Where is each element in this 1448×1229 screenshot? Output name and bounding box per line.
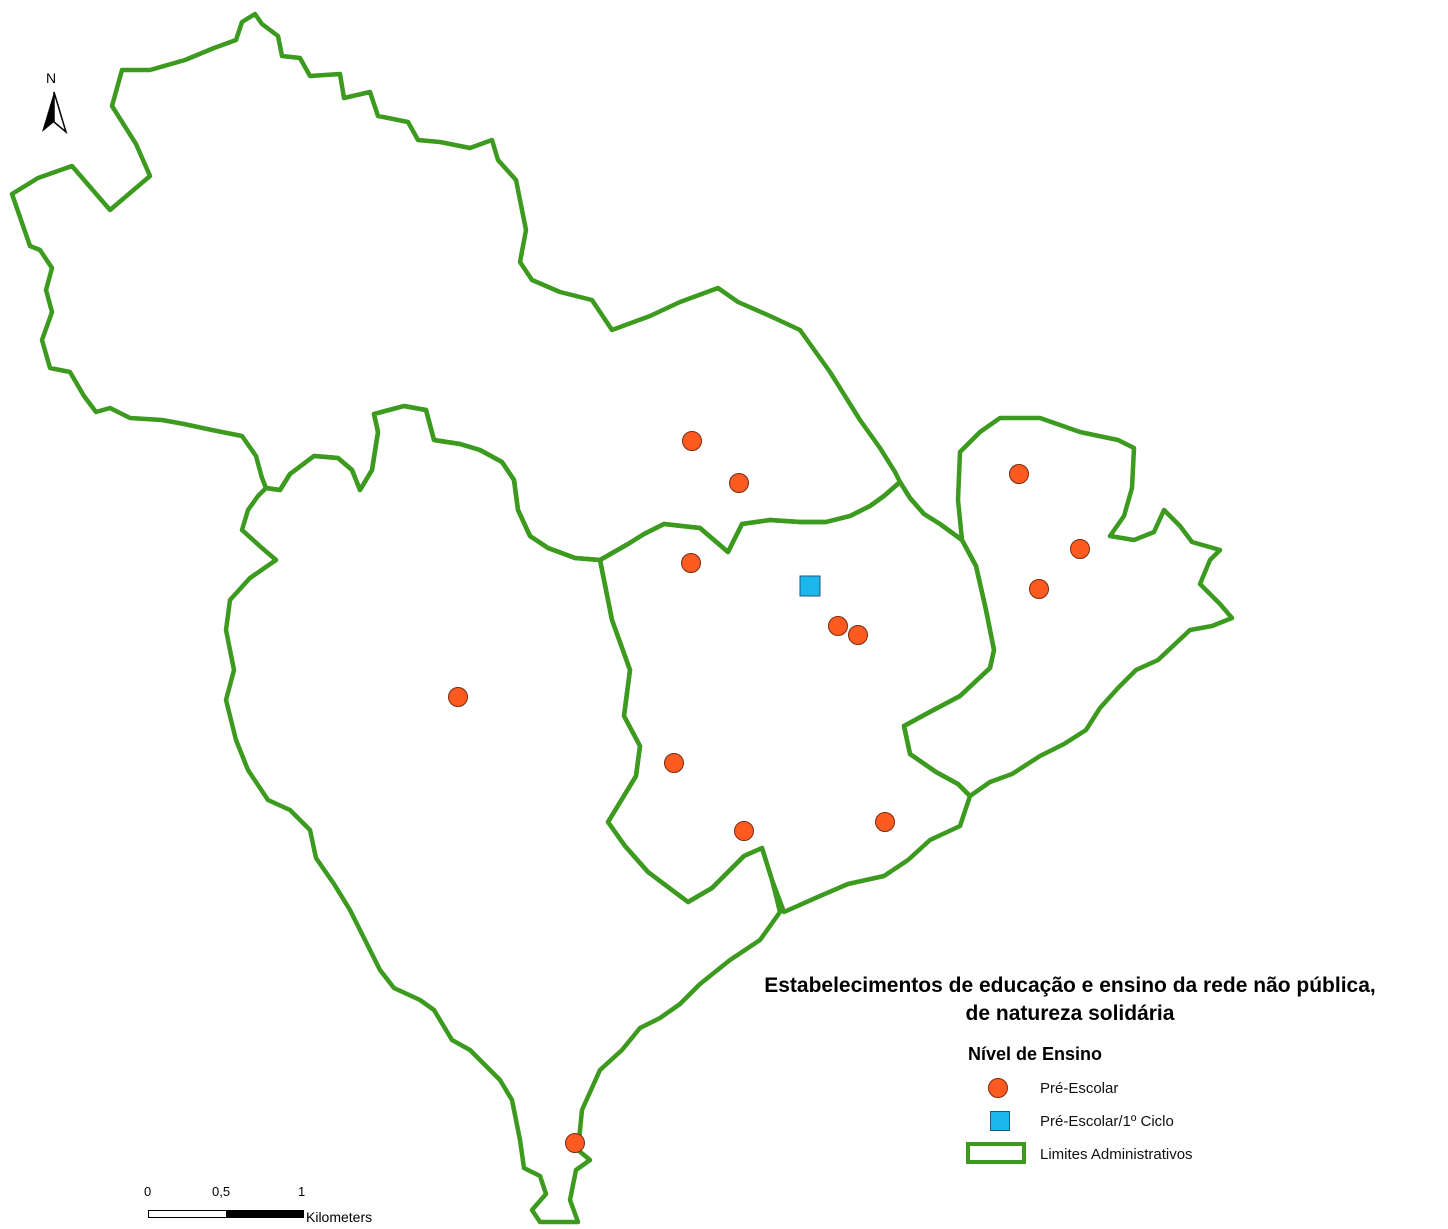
marker-pre-escolar[interactable]: [681, 553, 701, 573]
legend-label: Pré-Escolar/1º Ciclo: [1040, 1112, 1174, 1130]
boundary-central-parish: [597, 479, 997, 915]
scalebar: 0 0,5 1 Kilometers: [144, 1184, 406, 1228]
boundary-southwest-parish: [223, 403, 783, 1225]
polygon-outline-symbol-icon: [966, 1140, 1030, 1168]
square-symbol-icon: [966, 1107, 1030, 1135]
north-arrow-icon: [42, 91, 68, 135]
marker-pre-escolar[interactable]: [448, 687, 468, 707]
legend-item-pre-escolar-1-ciclo: Pré-Escolar/1º Ciclo: [966, 1107, 1174, 1135]
scale-tick-0: 0: [144, 1184, 152, 1199]
circle-symbol-icon: [966, 1074, 1030, 1102]
marker-pre-escolar[interactable]: [664, 753, 684, 773]
scale-tick-end: 1: [298, 1184, 306, 1199]
map-title-line1: Estabelecimentos de educação e ensino da…: [764, 974, 1376, 997]
legend-heading: Nível de Ensino: [968, 1044, 1103, 1064]
legend-item-limites-administrativos: Limites Administrativos: [966, 1140, 1193, 1168]
north-label: N: [46, 70, 57, 86]
marker-pre-escolar[interactable]: [734, 821, 754, 841]
legend-label: Limites Administrativos: [1040, 1145, 1193, 1163]
legend-item-pre-escolar: Pré-Escolar: [966, 1074, 1118, 1102]
map-title-line2: de natureza solidária: [965, 1002, 1175, 1025]
scale-bar-graphic: [148, 1210, 304, 1218]
marker-pre-escolar[interactable]: [729, 473, 749, 493]
legend-label: Pré-Escolar: [1040, 1079, 1119, 1097]
scale-tick-mid: 0,5: [212, 1184, 231, 1199]
marker-pre-escolar[interactable]: [875, 812, 895, 832]
marker-pre-escolar[interactable]: [1009, 464, 1029, 484]
boundary-north-parish: [9, 11, 903, 563]
marker-pre-escolar[interactable]: [848, 625, 868, 645]
marker-pre-escolar[interactable]: [682, 431, 702, 451]
map-title: Estabelecimentos de educação e ensino da…: [700, 972, 1440, 1028]
boundary-east-parish: [897, 415, 1235, 799]
marker-pre-escolar[interactable]: [565, 1133, 585, 1153]
scale-unit: Kilometers: [306, 1209, 373, 1225]
marker-pre-escolar[interactable]: [1029, 579, 1049, 599]
marker-pre-escolar[interactable]: [828, 616, 848, 636]
marker-pre-escolar-1-ciclo[interactable]: [799, 575, 821, 597]
marker-pre-escolar[interactable]: [1070, 539, 1090, 559]
pre-escolar-markers: [448, 431, 1090, 1153]
